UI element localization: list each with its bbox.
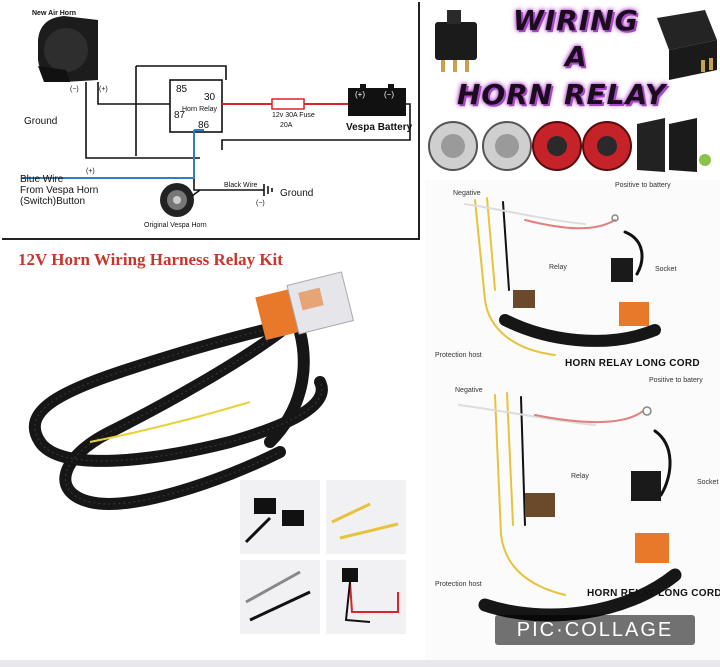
pin-86-label: 86 xyxy=(198,120,210,131)
horn-plus-label: (+) xyxy=(99,86,108,93)
pin-87-label: 87 xyxy=(174,110,186,121)
battery-minus-label: (−) xyxy=(384,90,394,99)
diagram-schematic xyxy=(22,16,411,217)
battery-plus-label: (+) xyxy=(355,90,365,99)
relay-icon xyxy=(525,493,555,517)
socket-label: Socket xyxy=(697,479,719,486)
black-wires xyxy=(85,65,411,196)
cord-label: HORN RELAY LONG CORD xyxy=(587,588,720,599)
harness-photo-bottom-illustration xyxy=(458,392,682,622)
relay-label: Relay xyxy=(549,264,567,271)
ground-left-label: Ground xyxy=(24,116,58,127)
protection-label: Protection host xyxy=(435,352,482,359)
positive-label: Positive to batery xyxy=(649,377,703,384)
title-line-1: WIRING xyxy=(513,4,639,37)
pin-85-label: 85 xyxy=(176,84,188,95)
new-air-horn-label: New Air Horn xyxy=(32,10,77,17)
socket-label: Socket xyxy=(655,266,677,273)
title-line-2: A xyxy=(565,40,588,73)
cord-label: HORN RELAY LONG CORD xyxy=(565,358,700,369)
relay-label: Relay xyxy=(571,473,589,480)
original-horn-label: Original Vespa Horn xyxy=(144,222,207,229)
harness-photo-bottom: Negative Positive to batery Relay Socket… xyxy=(425,375,720,660)
diagram-frame xyxy=(2,2,420,240)
original-horn-icon xyxy=(160,183,201,217)
bottom-strip xyxy=(0,660,720,667)
blue-wire-plus-label: (+) xyxy=(86,168,95,175)
blue-wire xyxy=(22,130,195,179)
relay-icon xyxy=(435,10,477,72)
harness-photo-top: Negative Positive to battery Relay Socke… xyxy=(425,180,720,375)
ground-right-label: Ground xyxy=(280,188,314,199)
harness-ribs xyxy=(34,321,323,505)
harness-photo-top-illustration xyxy=(464,197,661,356)
watermark-text: PIC·COLLAGE xyxy=(516,618,674,641)
kit-panel: 12V Horn Wiring Harness Relay Kit xyxy=(0,242,425,660)
air-horn-icon xyxy=(38,16,98,82)
harness-cable xyxy=(28,316,328,510)
title-line-3: HORN RELAY xyxy=(457,78,667,111)
horns-row xyxy=(428,118,711,172)
kit-title: 12V Horn Wiring Harness Relay Kit xyxy=(18,250,283,269)
orange-socket-icon xyxy=(619,302,649,326)
positive-label: Positive to battery xyxy=(615,182,671,189)
horn-minus-label: (−) xyxy=(70,86,79,93)
negative-label: Negative xyxy=(453,190,481,197)
battery-icon xyxy=(348,88,406,116)
title-illustrations xyxy=(428,10,717,172)
pin-30-label: 30 xyxy=(204,92,216,103)
pic-collage-watermark: PIC·COLLAGE xyxy=(495,615,695,645)
protection-label: Protection host xyxy=(435,581,482,588)
inset-photos xyxy=(240,480,406,634)
black-wire-minus-label: (−) xyxy=(256,200,265,207)
battery-label: Vespa Battery xyxy=(346,122,413,133)
fuse-amps-label: 20A xyxy=(280,122,293,129)
fuse-label: 12v 30A Fuse xyxy=(272,112,315,119)
wiring-diagram: New Air Horn (−) (+) Ground 85 30 87 86 … xyxy=(0,0,425,242)
socket-icon xyxy=(631,471,661,501)
orange-socket-icon xyxy=(635,533,669,563)
socket-with-relay xyxy=(255,271,355,341)
relay-label: Horn Relay xyxy=(182,106,218,113)
negative-label: Negative xyxy=(455,387,483,394)
title-panel: WIRING A HORN RELAY xyxy=(425,0,720,180)
relay-box xyxy=(169,79,223,133)
socket-icon xyxy=(611,258,633,282)
relay-icon xyxy=(657,10,717,80)
black-wire-label: Black Wire xyxy=(224,182,258,189)
fuse-icon xyxy=(271,98,305,110)
kit-illustration xyxy=(28,271,406,634)
blue-wire-label: Blue Wire From Vespa Horn (Switch)Button xyxy=(20,174,99,207)
relay-icon xyxy=(513,290,535,308)
